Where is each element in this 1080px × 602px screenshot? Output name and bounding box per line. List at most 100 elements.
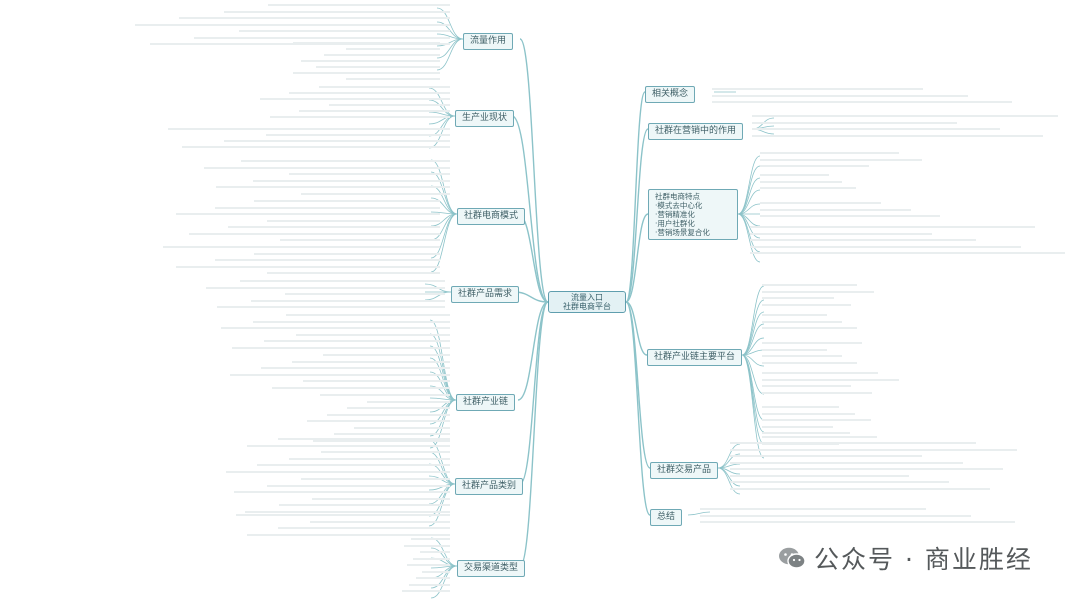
leaf-text-line (224, 140, 450, 143)
leaf-text-line (760, 202, 881, 205)
branch-platform[interactable]: 社群产业链主要平台 (647, 349, 743, 366)
leaf-text-line (278, 527, 450, 530)
leaf-text-line (245, 510, 450, 513)
leaf-text-line (320, 394, 450, 397)
leaf-text-line (367, 400, 450, 403)
leaf-text-line (416, 577, 450, 580)
connector (737, 155, 761, 215)
leaf-text-line (247, 533, 450, 536)
leaf-text-line (762, 348, 827, 351)
leaf-text-line (232, 346, 450, 349)
leaf-text-line (228, 226, 440, 229)
leaf-text-line (730, 468, 1003, 471)
connector (737, 189, 761, 215)
leaf-text-line (289, 457, 450, 460)
connector (428, 115, 456, 149)
leaf-text-line (303, 380, 450, 383)
leaf-text-line (762, 391, 872, 394)
leaf-text-line (251, 299, 445, 302)
leaf-text-line (267, 484, 450, 487)
leaf-text-line (293, 72, 440, 75)
leaf-text-line (163, 246, 440, 249)
center-topic[interactable]: 流量入口 社群电商平台 (548, 291, 626, 313)
leaf-text-line (762, 297, 834, 300)
connector (511, 115, 549, 303)
connector (625, 213, 649, 303)
leaf-text-line (264, 340, 450, 343)
leaf-text-line (422, 570, 450, 573)
connector (428, 87, 456, 117)
center-title: 流量入口 (571, 293, 603, 302)
wechat-icon (779, 547, 806, 569)
leaf-text-line (280, 239, 440, 242)
branch-model[interactable]: 社群电商模式 (457, 208, 526, 225)
leaf-text-line (310, 520, 450, 523)
leaf-text-line (712, 101, 1012, 104)
leaf-text-line (286, 314, 450, 317)
connector (430, 213, 458, 273)
leaf-text-line (411, 538, 450, 541)
leaf-text-line (324, 54, 440, 57)
leaf-text-line (762, 372, 878, 375)
connector (625, 301, 648, 356)
leaf-text-line (301, 192, 450, 195)
connector (519, 38, 549, 303)
connector (429, 357, 457, 401)
leaf-text-line (752, 115, 1058, 118)
branch-logistics[interactable]: 社群交易产品 (650, 462, 719, 479)
leaf-text-line (301, 60, 440, 63)
leaf-text-line (260, 98, 450, 101)
branch-chain[interactable]: 社群产业链 (456, 394, 516, 411)
leaf-text-line (760, 180, 842, 183)
leaf-text-line (323, 354, 450, 357)
leaf-text-line (762, 320, 842, 323)
branch-demand[interactable]: 社群产品需求 (451, 286, 520, 303)
leaf-text-line (760, 158, 922, 161)
connector (625, 91, 646, 303)
branch-status[interactable]: 生产业现状 (455, 110, 515, 127)
leaf-text-line (312, 497, 450, 500)
center-subtitle: 社群电商平台 (563, 302, 611, 311)
leaf-text-line (278, 438, 450, 441)
leaf-text-line (289, 92, 450, 95)
branch-value[interactable]: 流量作用 (463, 33, 514, 50)
leaf-text-line (254, 252, 440, 255)
leaf-text-line (221, 327, 450, 330)
branch-features[interactable]: 社群电商特点 ·模式去中心化 ·营销精准化 ·用户社群化 ·营销场景复合化 (648, 189, 738, 240)
leaf-text-line (241, 160, 450, 163)
leaf-text-line (762, 303, 851, 306)
leaf-text-line (194, 36, 450, 39)
leaf-text-line (226, 470, 450, 473)
connector (741, 354, 765, 459)
connector (519, 301, 549, 485)
branch-role[interactable]: 社群在营销中的作用 (648, 123, 744, 140)
leaf-text-line (404, 544, 450, 547)
leaf-text-line (730, 455, 922, 458)
branch-channel[interactable]: 交易渠道类型 (457, 560, 526, 577)
leaf-text-line (234, 491, 450, 494)
leaf-text-line (730, 481, 949, 484)
leaf-text-line (752, 128, 1000, 131)
leaf-text-line (293, 42, 440, 45)
connector (741, 311, 765, 356)
leaf-text-line (407, 564, 450, 567)
leaf-text-line (730, 461, 963, 464)
leaf-text-line (254, 200, 440, 203)
leaf-text-line (285, 293, 445, 296)
leaf-text-line (346, 78, 440, 81)
leaf-text-line (168, 128, 450, 131)
leaf-text-line (135, 23, 450, 26)
leaf-text-line (179, 17, 450, 20)
branch-category[interactable]: 社群产品类别 (455, 478, 524, 495)
branch-define[interactable]: 相关概念 (645, 86, 696, 103)
leaf-text-line (760, 208, 911, 211)
watermark-text: 公众号 · 商业胜经 (814, 545, 1033, 574)
leaf-text-line (296, 333, 450, 336)
leaf-text-line (215, 259, 440, 262)
connector (429, 371, 457, 401)
leaf-text-line (413, 557, 450, 560)
leaf-text-line (730, 448, 1017, 451)
connector (741, 354, 765, 421)
branch-summary[interactable]: 总结 (650, 509, 683, 526)
